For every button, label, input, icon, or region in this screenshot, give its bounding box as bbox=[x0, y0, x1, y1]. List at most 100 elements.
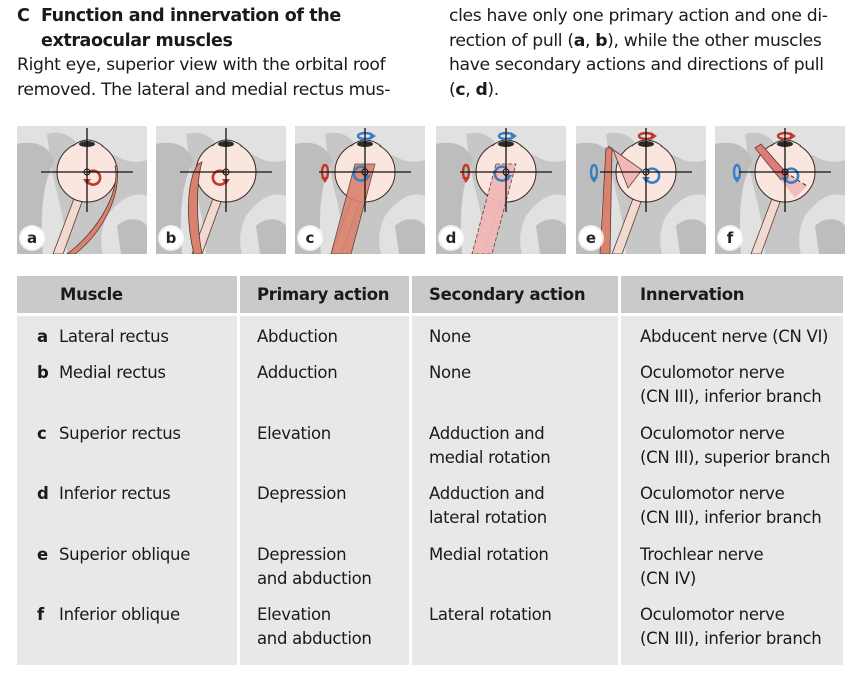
primary-action-cell: Elevation bbox=[257, 422, 331, 446]
caption-text: , bbox=[465, 79, 476, 100]
primary-action-line: Depression bbox=[257, 545, 347, 564]
primary-action-line: Abduction bbox=[257, 327, 338, 346]
caption-line: (c, d). bbox=[449, 78, 857, 103]
bone-shape bbox=[256, 219, 286, 254]
header-cell-primary: Primary action bbox=[240, 276, 409, 313]
innervation-cell: Trochlear nerve(CN IV) bbox=[640, 543, 764, 591]
lateral-rotation-arrow bbox=[497, 131, 517, 141]
primary-action-cell: Adduction bbox=[257, 361, 338, 385]
panel-ref-c: c bbox=[455, 79, 466, 100]
figure-title-line1: Function and innervation of the bbox=[41, 6, 341, 26]
panel-lateral-rectus: a bbox=[17, 126, 147, 254]
rotation-center bbox=[502, 168, 510, 176]
column-header: Primary action bbox=[257, 285, 390, 304]
primary-action-line: Adduction bbox=[257, 363, 338, 382]
innervation-line: (CN III), inferior branch bbox=[640, 508, 822, 527]
secondary-action-line: Lateral rotation bbox=[429, 605, 552, 624]
primary-action-line: Elevation bbox=[257, 605, 331, 624]
muscle-name: Inferior oblique bbox=[59, 605, 180, 624]
rotation-center bbox=[361, 168, 369, 176]
row-letter: f bbox=[37, 605, 44, 624]
panel-label: a bbox=[19, 225, 45, 251]
secondary-action-cell: None bbox=[429, 325, 471, 349]
muscle-name: Medial rectus bbox=[59, 363, 166, 382]
elevation-arrow bbox=[776, 131, 796, 141]
muscle-name: Superior oblique bbox=[59, 545, 191, 564]
medial-rectus-muscle bbox=[188, 161, 203, 254]
primary-action-line: Depression bbox=[257, 484, 347, 503]
panel-inferior-rectus: d bbox=[436, 126, 566, 254]
medial-rotation-arrow bbox=[356, 131, 376, 141]
primary-action-cell: Elevation and abduction bbox=[257, 603, 372, 651]
panel-medial-rectus: b bbox=[156, 126, 286, 254]
body-column-primary bbox=[240, 316, 409, 665]
panel-ref-d: d bbox=[475, 79, 488, 100]
innervation-cell: Oculomotor nerve(CN III), superior branc… bbox=[640, 422, 830, 470]
secondary-action-cell: None bbox=[429, 361, 471, 385]
rotation-center bbox=[83, 168, 91, 176]
pull-direction-line bbox=[784, 171, 808, 187]
primary-action-cell: Depression bbox=[257, 482, 347, 506]
innervation-line: Oculomotor nerve bbox=[640, 605, 785, 624]
secondary-action-line: None bbox=[429, 363, 471, 382]
row-letter: e bbox=[37, 545, 48, 564]
panel-illustration bbox=[436, 128, 566, 254]
panel-ref-a: a bbox=[573, 30, 586, 51]
muscle-name: Inferior rectus bbox=[59, 484, 171, 503]
innervation-line: (CN III), superior branch bbox=[640, 448, 831, 467]
body-column-secondary bbox=[412, 316, 618, 665]
caption-line: have secondary actions and directions of… bbox=[449, 55, 824, 75]
illustration-panels: a b c d e f bbox=[17, 126, 847, 254]
innervation-cell: Oculomotor nerve(CN III), inferior branc… bbox=[640, 361, 822, 409]
primary-action-line: Elevation bbox=[257, 424, 331, 443]
panel-label: e bbox=[578, 225, 604, 251]
row-letter: d bbox=[37, 484, 49, 503]
intro-right-column: cles have only one primary action and on… bbox=[449, 4, 857, 102]
caption-text: ( bbox=[449, 79, 456, 100]
header-cell-secondary: Secondary action bbox=[412, 276, 618, 313]
header-cell-muscle: Muscle bbox=[17, 276, 237, 313]
body-column-innervation bbox=[621, 316, 843, 665]
primary-action-line: and abduction bbox=[257, 629, 372, 648]
innervation-cell: Oculomotor nerve (CN III), inferior branc… bbox=[640, 603, 822, 651]
secondary-action-line: Adduction and bbox=[429, 424, 545, 443]
innervation-line: (CN III), inferior branch bbox=[640, 629, 822, 648]
caption-line: cles have only one primary action and on… bbox=[449, 6, 828, 26]
panel-label: c bbox=[297, 225, 323, 251]
header-cell-innervation: Innervation bbox=[621, 276, 843, 313]
panel-superior-rectus: c bbox=[295, 126, 425, 254]
panel-ref-b: b bbox=[595, 30, 608, 51]
primary-action-cell: Abduction bbox=[257, 325, 338, 349]
secondary-action-line: lateral rotation bbox=[429, 508, 547, 527]
abduction-arrow bbox=[589, 163, 599, 183]
innervation-line: (CN IV) bbox=[640, 569, 697, 588]
caption-text: ), while the other muscles bbox=[607, 30, 822, 51]
innervation-line: Abducent nerve (CN VI) bbox=[640, 327, 829, 346]
inferior-rectus-muscle bbox=[471, 163, 517, 254]
bone-shape bbox=[815, 219, 845, 254]
caption-text: ). bbox=[487, 79, 499, 100]
panel-superior-oblique: e bbox=[576, 126, 706, 254]
bone-shape bbox=[395, 219, 425, 254]
caption-line: removed. The lateral and medial rectus m… bbox=[17, 79, 391, 100]
innervation-cell: Oculomotor nerve(CN III), inferior branc… bbox=[640, 482, 822, 530]
lateral-rectus-muscle bbox=[66, 165, 118, 254]
caption-text: rection of pull ( bbox=[449, 30, 574, 51]
row-letter: c bbox=[37, 424, 47, 443]
column-header: Secondary action bbox=[429, 285, 586, 304]
caption-line: Right eye, superior view with the orbita… bbox=[17, 55, 386, 75]
rotation-center bbox=[781, 168, 789, 176]
innervation-line: Oculomotor nerve bbox=[640, 363, 785, 382]
secondary-action-cell: Adduction and medial rotation bbox=[429, 422, 551, 470]
secondary-action-line: medial rotation bbox=[429, 448, 551, 467]
secondary-action-cell: Lateral rotation bbox=[429, 603, 552, 627]
rotation-center bbox=[642, 168, 650, 176]
superior-oblique-muscle bbox=[599, 147, 613, 254]
caption-line: rection of pull (a, b), while the other … bbox=[449, 29, 857, 54]
secondary-action-cell: Medial rotation bbox=[429, 543, 549, 567]
column-header: Muscle bbox=[60, 285, 123, 304]
figure-title-line2: extraocular muscles bbox=[41, 30, 233, 51]
bone-shape bbox=[536, 219, 566, 254]
